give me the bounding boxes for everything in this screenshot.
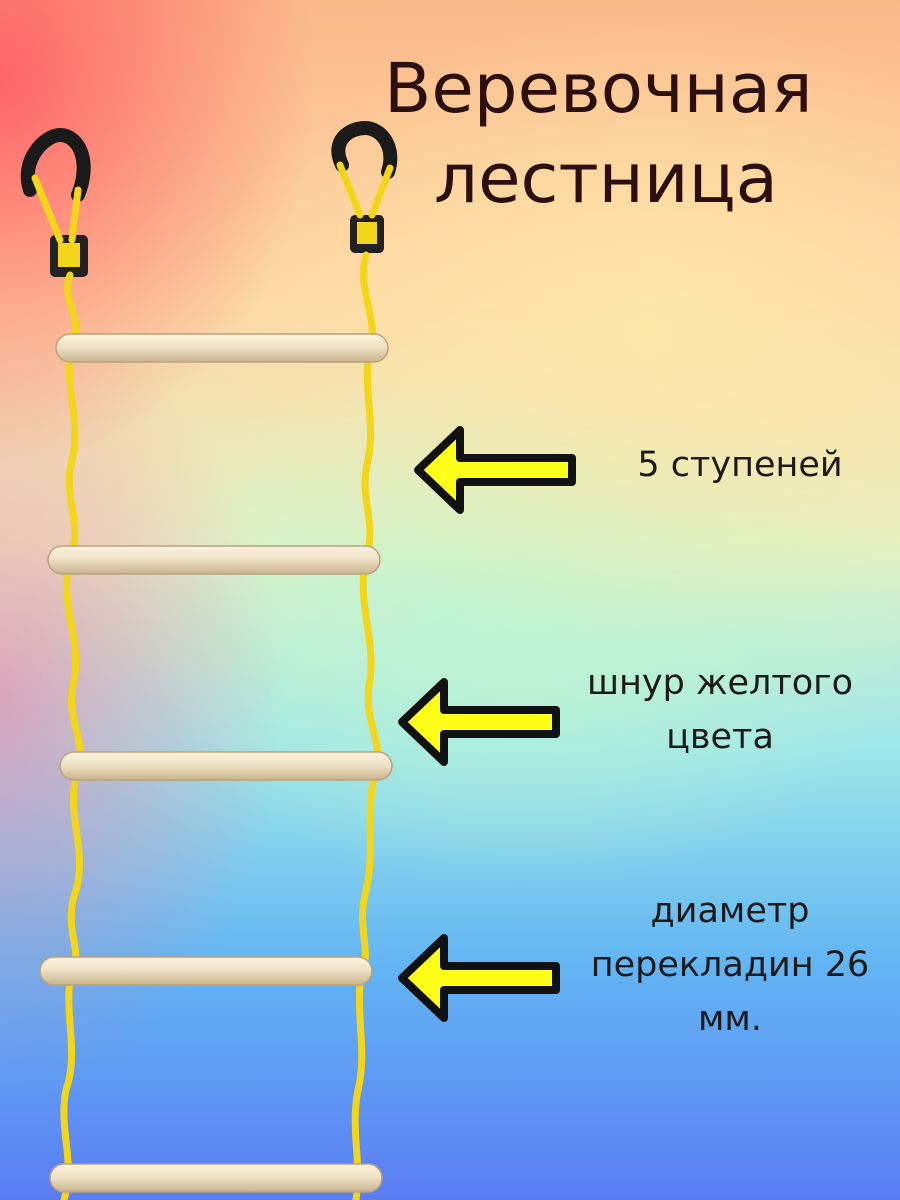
callout-rung-diameter: диаметр перекладин 26 мм. — [570, 884, 890, 1046]
ladder-rung — [47, 545, 381, 575]
right-hook-icon — [331, 120, 398, 253]
ladder-rung — [55, 333, 389, 363]
callout-rope-color: шнур желтого цвета — [568, 656, 872, 764]
callout-steps: 5 ступеней — [600, 438, 880, 492]
ladder-rung — [49, 1163, 383, 1193]
left-rope — [31, 174, 84, 1200]
right-rope — [336, 161, 394, 1200]
callout-line: диаметр — [650, 891, 810, 931]
callout-line: цвета — [666, 717, 774, 757]
page-title: Веревочная лестница — [384, 44, 884, 224]
callout-line: 5 ступеней — [637, 445, 843, 485]
ladder-rung — [59, 751, 393, 781]
left-hook-icon — [20, 127, 91, 277]
callout-line: мм. — [698, 999, 762, 1039]
ladder-rung — [39, 956, 373, 986]
left-arrow-icon — [398, 934, 560, 1022]
title-line-1: Веревочная — [384, 49, 813, 129]
callout-line: шнур желтого — [586, 663, 853, 703]
callout-line: перекладин 26 — [590, 945, 870, 985]
title-line-2: лестница — [434, 139, 778, 219]
left-arrow-icon — [398, 678, 560, 766]
left-arrow-icon — [414, 426, 576, 514]
